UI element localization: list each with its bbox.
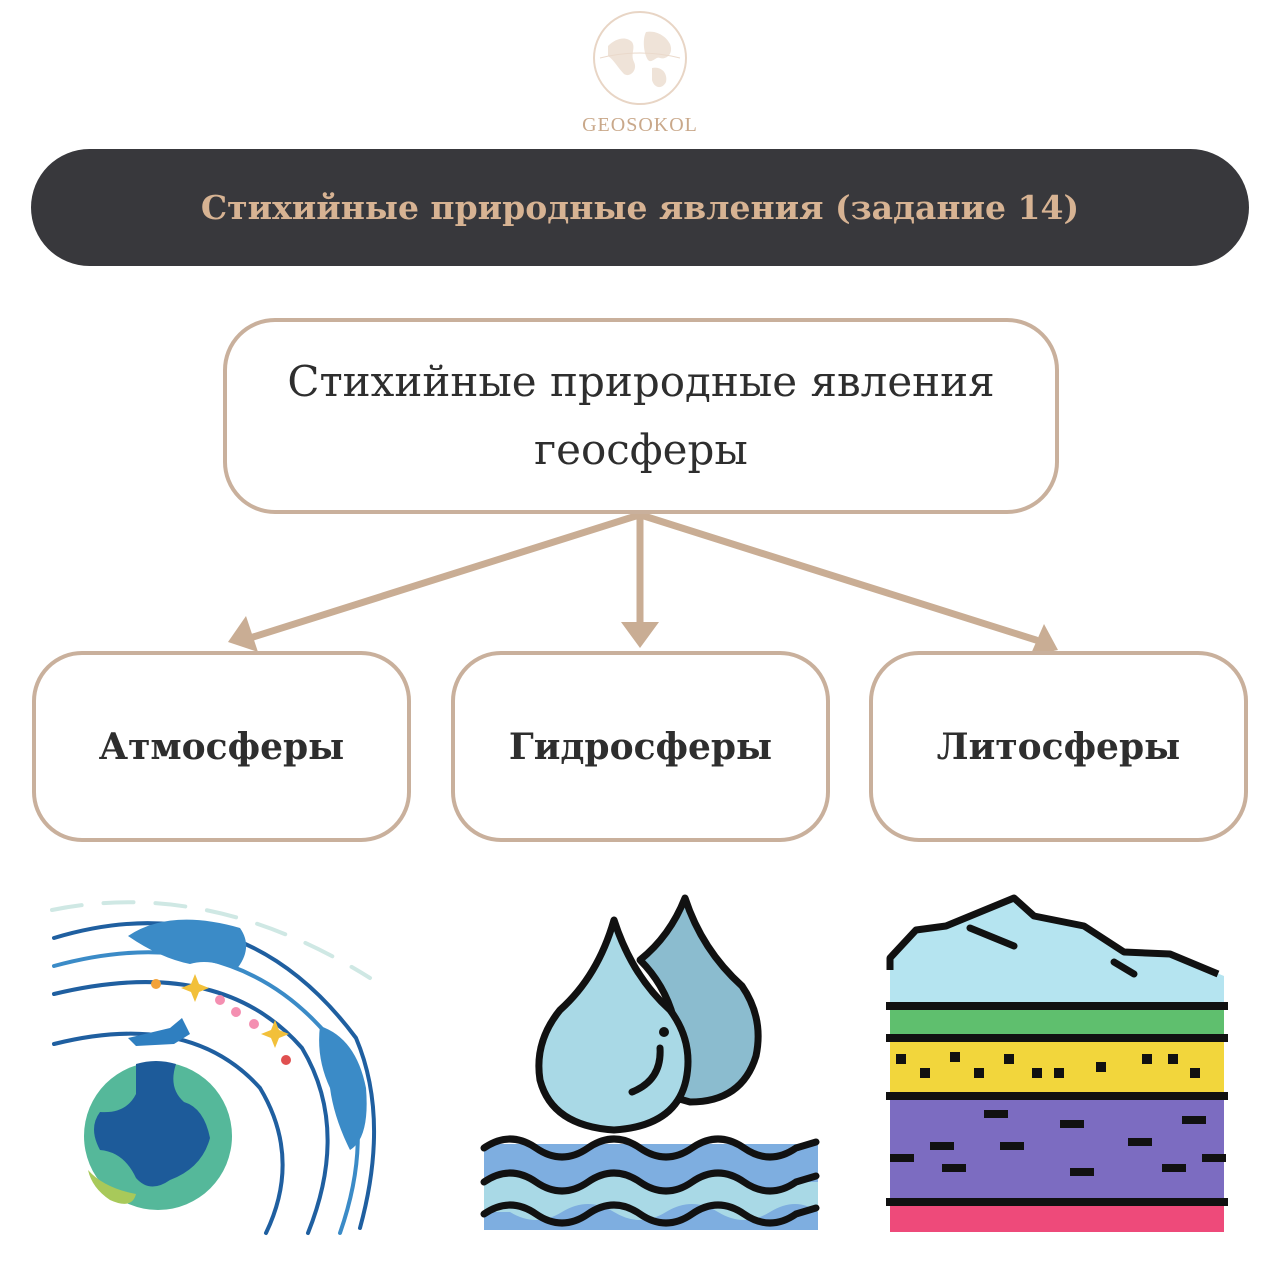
node-atmosphere: Атмосферы — [32, 651, 411, 842]
arrow-to-lithosphere — [640, 512, 1040, 644]
rock-layers-icon — [886, 894, 1228, 1232]
title-banner: Стихийные природные явления (задание 14) — [31, 149, 1249, 266]
root-line-1: Стихийные природные явления — [287, 357, 995, 406]
node-lithosphere: Литосферы — [869, 651, 1248, 842]
brand-name: GEOSOKOL — [582, 114, 698, 136]
globe-logo-icon — [593, 11, 687, 105]
node-label: Гидросферы — [508, 725, 773, 768]
node-label: Литосферы — [936, 725, 1181, 768]
arrow-to-atmosphere — [246, 512, 640, 642]
water-drops-waves-icon — [480, 894, 820, 1230]
node-hydrosphere: Гидросферы — [451, 651, 830, 842]
root-node: Стихийные природные явления геосферы — [223, 318, 1059, 514]
page-title: Стихийные природные явления (задание 14) — [200, 188, 1080, 227]
arrowhead-atmosphere — [228, 616, 258, 652]
arrowhead-hydrosphere — [621, 622, 659, 648]
atmosphere-earth-icon — [50, 900, 377, 1235]
arrowhead-lithosphere — [1030, 624, 1058, 656]
root-line-2: геосферы — [534, 425, 748, 474]
node-label: Атмосферы — [98, 725, 345, 768]
